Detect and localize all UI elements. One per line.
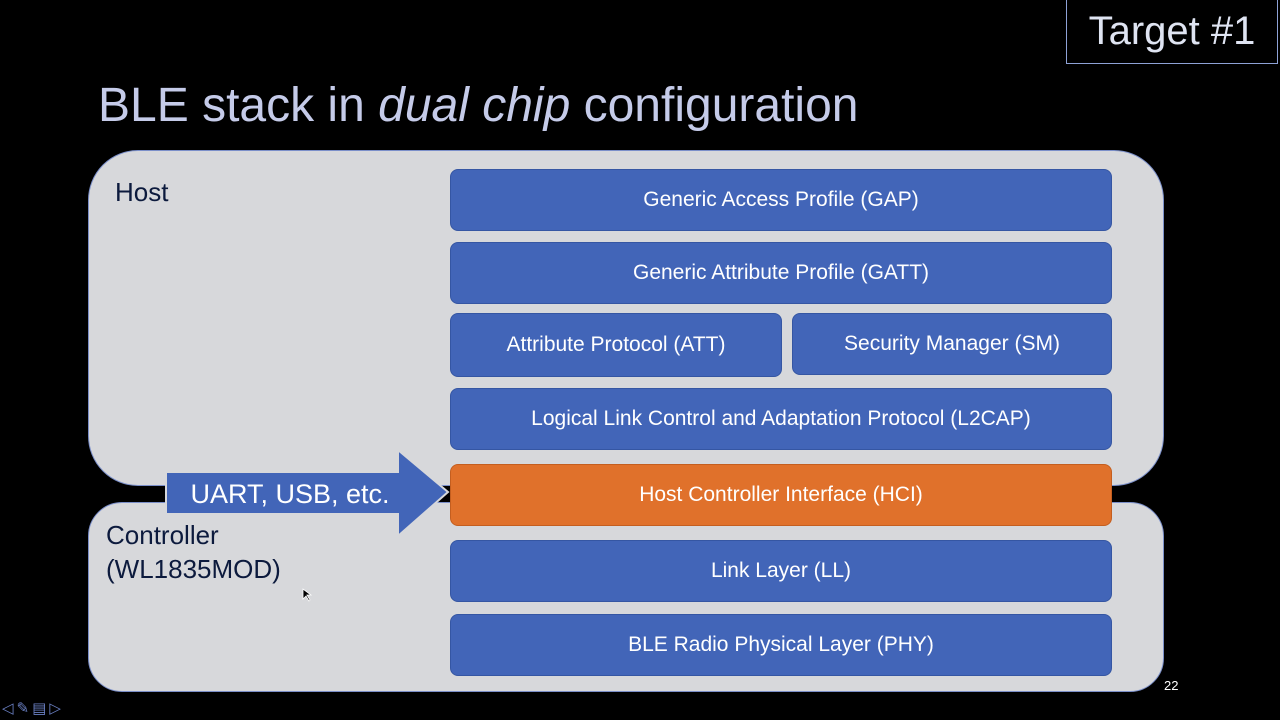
title-emphasis: dual chip [378,79,571,132]
target-badge: Target #1 [1066,0,1278,64]
page-number: 22 [1164,678,1179,693]
layer-hci: Host Controller Interface (HCI) [450,464,1112,526]
arrow-label: UART, USB, etc. [190,479,390,509]
back-icon[interactable]: ◁ [2,700,14,717]
layer-phy: BLE Radio Physical Layer (PHY) [450,614,1112,676]
layer-sm: Security Manager (SM) [792,313,1112,375]
menu-icon[interactable]: ▤ [32,700,47,717]
title-part2: configuration [570,79,859,132]
forward-icon[interactable]: ▷ [49,700,61,717]
controller-label-line2: (WL1835MOD) [106,554,281,584]
controller-label: Controller (WL1835MOD) [106,518,281,586]
slide-title: BLE stack in dual chip configuration [98,76,858,136]
mouse-cursor-icon [302,588,312,602]
layer-gatt: Generic Attribute Profile (GATT) [450,242,1112,304]
layer-ll: Link Layer (LL) [450,540,1112,602]
slide-nav: ◁ ✎ ▤ ▷ [2,700,61,718]
title-part1: BLE stack in [98,79,379,132]
layer-gap: Generic Access Profile (GAP) [450,169,1112,231]
interface-arrow [165,448,450,539]
controller-label-line1: Controller [106,520,219,550]
layer-l2cap: Logical Link Control and Adaptation Prot… [450,388,1112,450]
pen-icon[interactable]: ✎ [16,700,30,717]
host-label: Host [115,177,169,207]
layer-att: Attribute Protocol (ATT) [450,313,782,377]
